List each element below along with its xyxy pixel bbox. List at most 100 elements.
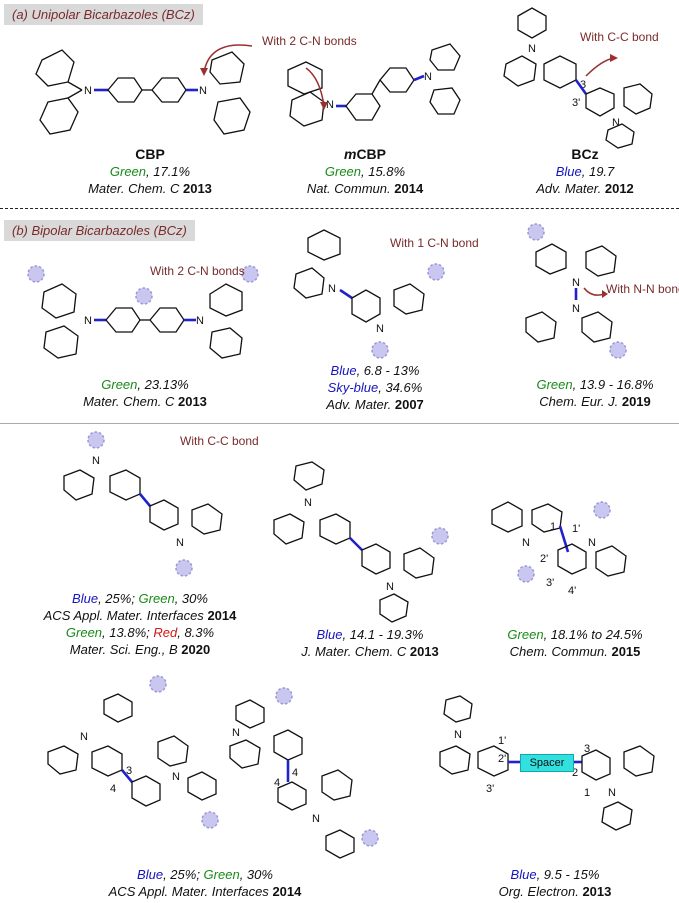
n-label: N [199,85,207,97]
color-label: Blue [555,164,582,179]
c2p-label: 2' [498,753,506,765]
c2p-label: 2' [540,553,548,565]
bipolar-1-bond-note: With 2 C-N bonds [150,264,245,278]
efficiency: , 30% [174,591,208,606]
n-label: N [176,537,184,549]
cbp-bond-note: With 2 C-N bonds [262,34,357,48]
color-label: Green [536,377,573,392]
year: 2014 [207,608,237,623]
cbp-structure: N N [35,49,251,135]
cc-bicarbazole-caption: Blue, 25%; Green, 30% ACS Appl. Mater. I… [20,590,260,658]
bcz-bond-note: With C-C bond [580,30,659,44]
c1-label: 1 [584,787,590,799]
bcz-arrow [585,54,618,77]
n-label: N [572,277,580,289]
n-label: N [386,581,394,593]
efficiency: , 30% [239,867,273,882]
compound-name: CBP [135,146,165,162]
section-a-tag: (a) Unipolar Bicarbazoles (BCz) [4,4,203,25]
n-label: N [304,497,312,509]
c3-label: 3 [126,765,132,777]
c1-label: 1 [550,521,556,533]
efficiency: , 25%; [163,867,204,882]
journal: Nat. Commun. [306,181,391,196]
color-label: Blue [72,591,99,606]
n-label: N [528,43,536,55]
c4-label: 4 [274,777,280,789]
c3-label: 3 [584,743,590,755]
efficiency: , 15.8% [361,164,406,179]
n-label: N [84,85,92,97]
journal: Org. Electron. [498,884,579,899]
n-label: N [80,731,88,743]
color-label: Green [138,591,175,606]
name-prefix: m [343,146,357,162]
section-b-tag: (b) Bipolar Bicarbazoles (BCz) [4,220,195,241]
efficiency: , 13.9 - 16.8% [572,377,654,392]
bipolar-3-arrow [583,287,608,298]
efficiency: , 14.1 - 19.3% [342,627,424,642]
efficiency: , 19.7 [581,164,615,179]
year: 2013 [582,884,612,899]
n-label: N [608,787,616,799]
n-label: N [326,99,334,111]
mcbp-arrow [305,67,328,110]
color-label: Blue [137,867,164,882]
efficiency: , 9.5 - 15% [536,867,600,882]
n-label: N [172,771,180,783]
cbp-caption: CBP Green, 17.1% Mater. Chem. C 2013 [80,146,220,197]
bcz-structure: N 3 3' N [503,7,653,149]
n-label: N [572,303,580,315]
efficiency: , 23.13% [137,377,189,392]
n-label: N [84,315,92,327]
efficiency: , 17.1% [146,164,191,179]
color-label: Green [65,625,103,640]
journal: Adv. Mater. [326,397,392,412]
color-label: Green [324,164,362,179]
color-label: Blue [510,867,537,882]
cbp-arrow [200,44,253,76]
efficiency: , 8.3% [177,625,215,640]
meta-bicarbazole-caption: Blue, 25%; Green, 30% ACS Appl. Mater. I… [60,866,350,900]
journal: Chem. Commun. [509,644,608,659]
color-label: Green [203,867,240,882]
year: 2012 [604,181,634,196]
c2-label: 2 [572,767,578,779]
year: 2013 [409,644,439,659]
phenyl-bicarbazole-structure: N N [273,461,449,623]
bcz-caption: BCz Blue, 19.7 Adv. Mater. 2012 [525,146,645,197]
efficiency: , 6.8 - 13% [356,363,420,378]
journal: ACS Appl. Mater. Interfaces [108,884,269,899]
spacer-bicarbazole-caption: Blue, 9.5 - 15% Org. Electron. 2013 [480,866,630,900]
bipolar-cn-structure: N N [293,229,445,359]
n-label: N [454,729,462,741]
cc-bicarbazole-structure: N N [63,431,223,577]
year: 2014 [272,884,302,899]
journal: ACS Appl. Mater. Interfaces [43,608,204,623]
journal: Adv. Mater. [536,181,602,196]
bipolar-2-bond-note: With 1 C-N bond [390,236,479,250]
c3p-label: 3' [546,577,554,589]
color-label: Red [153,625,178,640]
year: 2015 [611,644,641,659]
c3-label: 3 [580,79,586,91]
journal: Chem. Eur. J. [539,394,619,409]
meta-bicarbazole-pair-structure: N 3 4 N N 4 4 N [47,675,379,859]
n-label: N [312,813,320,825]
n-label: N [196,315,204,327]
journal: Mater. Chem. C [83,394,175,409]
efficiency: , 13.8%; [102,625,154,640]
bipolar-1-caption: Green, 23.13% Mater. Chem. C 2013 [60,376,230,410]
mcbp-caption: mCBP Green, 15.8% Nat. Commun. 2014 [290,146,440,197]
n-label: N [522,537,530,549]
row-divider [0,423,679,424]
year: 2019 [621,394,651,409]
n-label: N [92,455,100,467]
color-label: Green [101,377,138,392]
c1p-label: 1' [572,523,580,535]
n-label: N [588,537,596,549]
n-label: N [376,323,384,335]
compound-name: BCz [571,146,599,162]
color-label: Green [109,164,147,179]
efficiency: , 25%; [98,591,139,606]
